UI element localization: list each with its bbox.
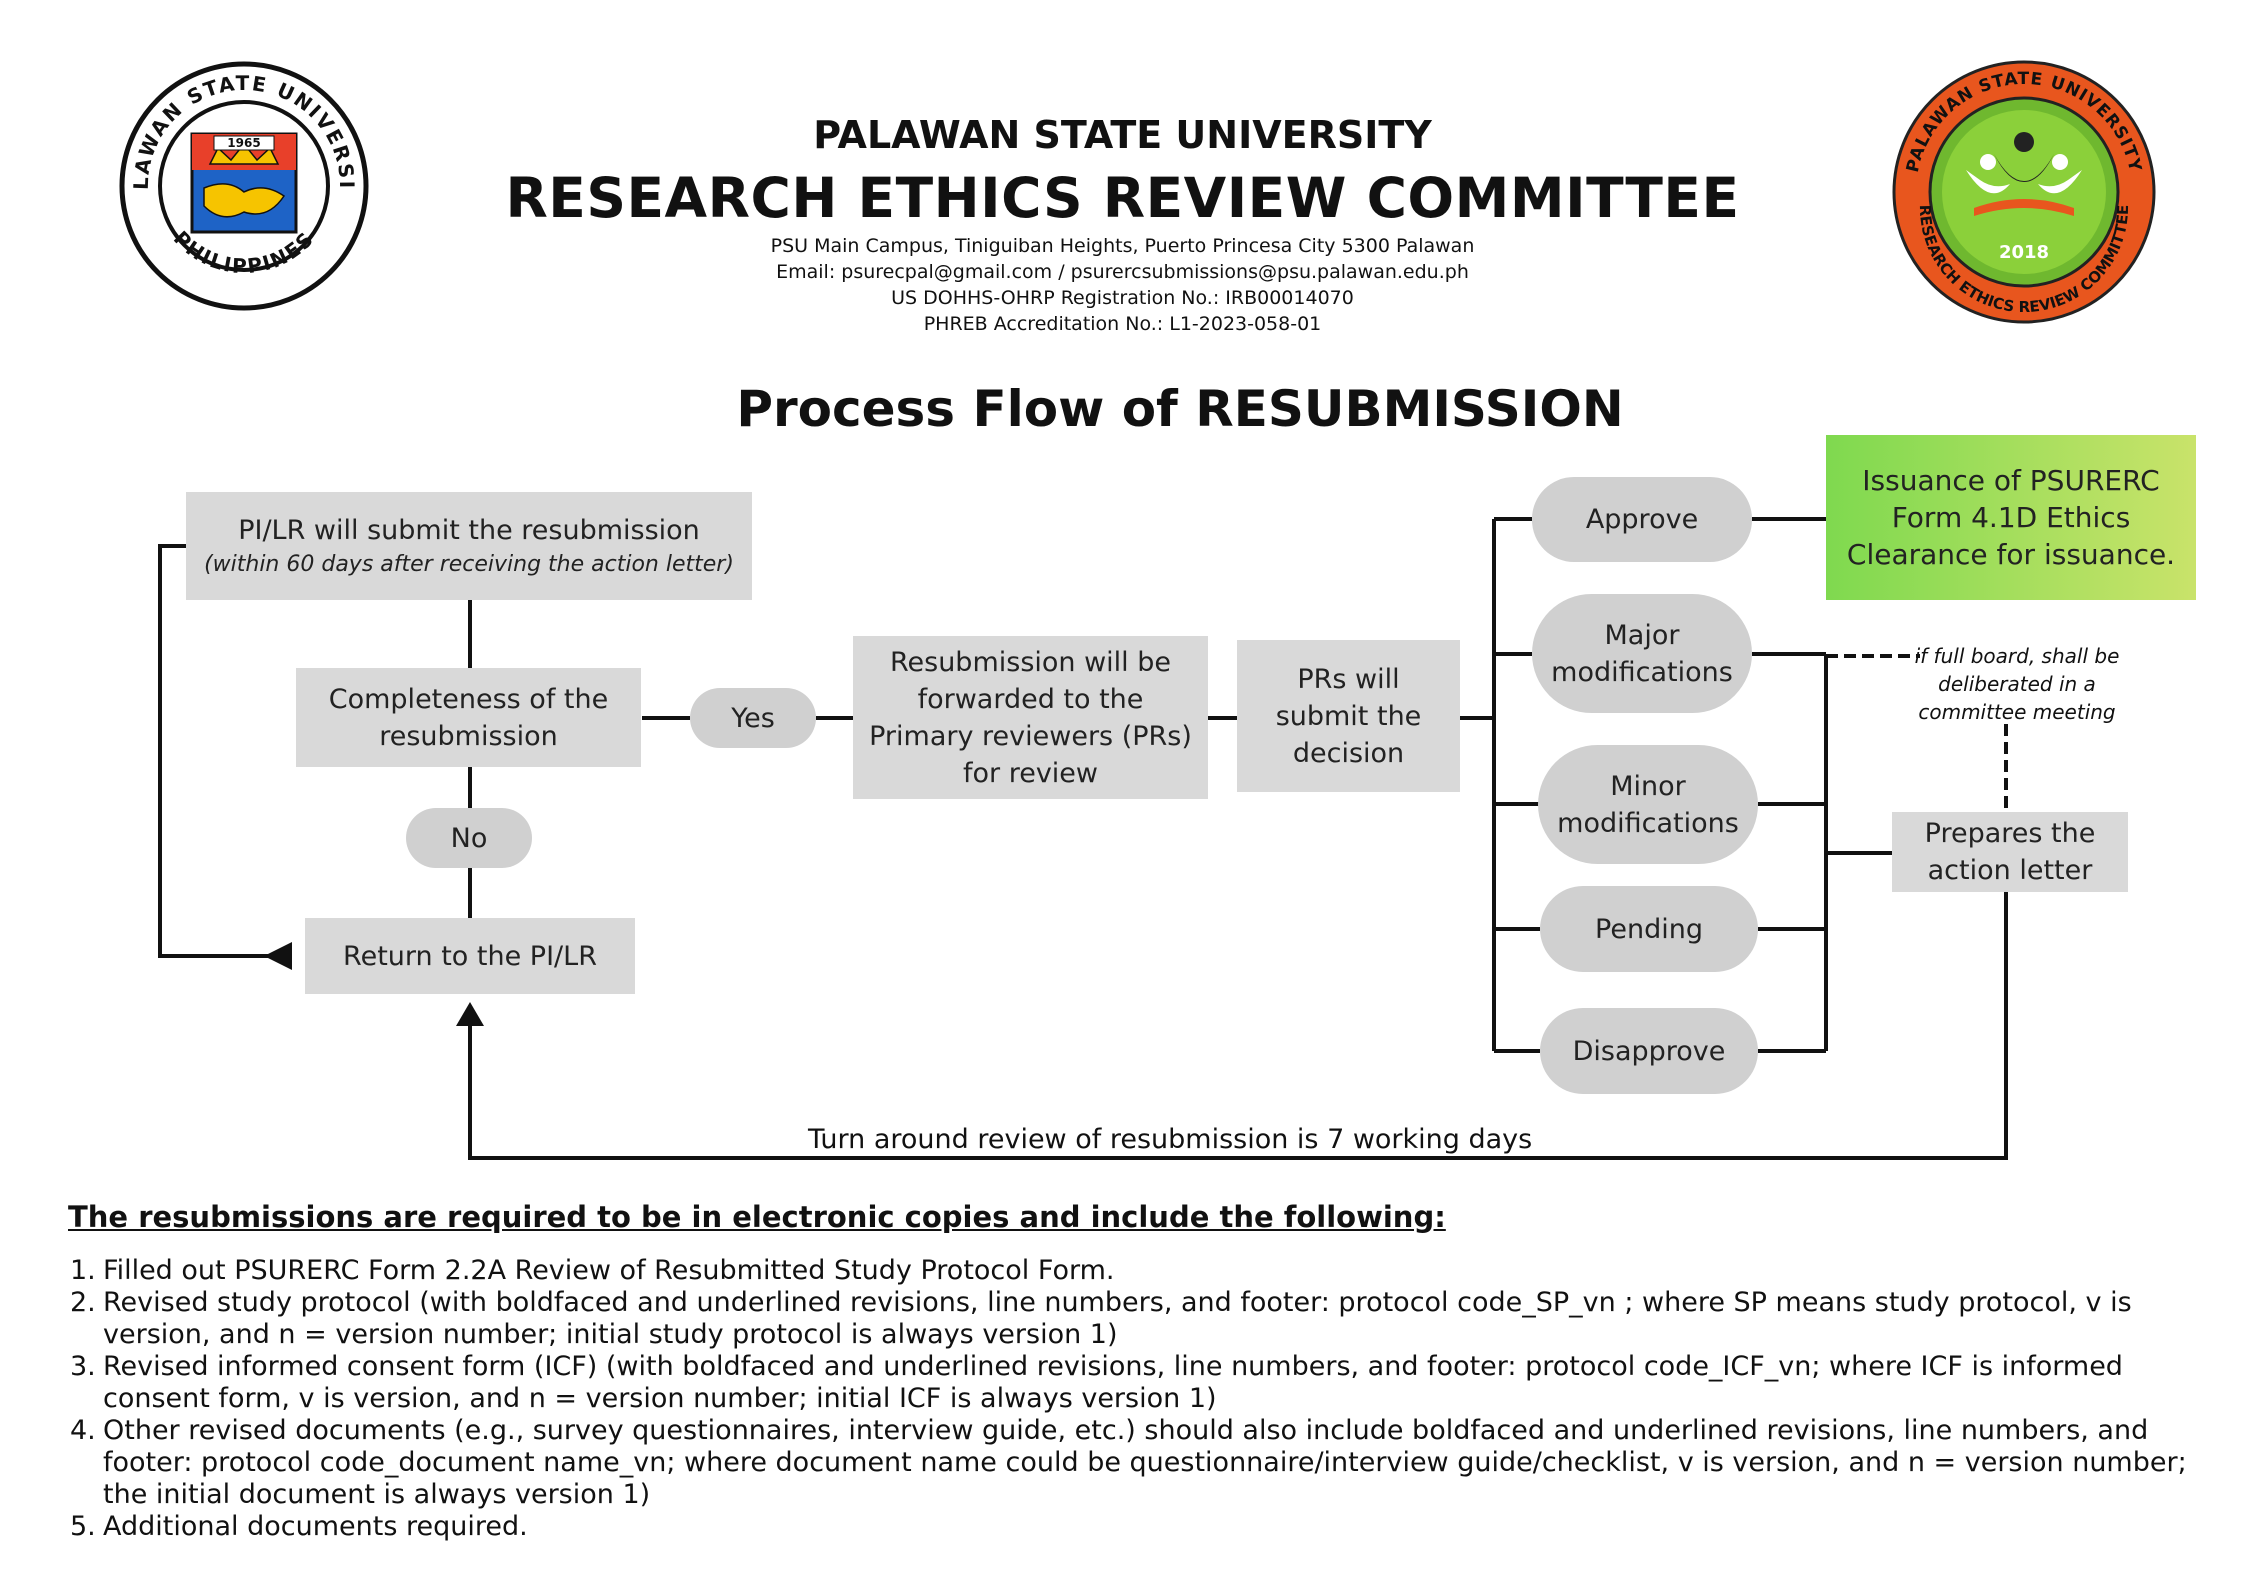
issuance-box: Issuance of PSURERC Form 4.1D Ethics Cle…: [1826, 435, 2196, 600]
minor-modifications-pill: Minor modifications: [1538, 745, 1758, 864]
svg-text:1965: 1965: [227, 136, 260, 150]
registration-line: US DOHHS-OHRP Registration No.: IRB00014…: [891, 287, 1354, 309]
email-line: Email: psurecpal@gmail.com / psurercsubm…: [776, 261, 1469, 283]
pending-pill: Pending: [1540, 886, 1758, 972]
requirement-item: 4.Other revised documents (e.g., survey …: [70, 1415, 2187, 1510]
submit-sub-text: (within 60 days after receiving the acti…: [204, 551, 734, 577]
yes-label: Yes: [690, 688, 816, 748]
requirement-item: 5.Additional documents required.: [70, 1511, 528, 1542]
prepares-letter-box: Prepares the action letter: [1892, 812, 2128, 892]
forwarded-box: Resubmission will be forwarded to the Pr…: [853, 636, 1208, 799]
submit-resubmission-box: PI/LR will submit the resubmission (with…: [186, 492, 752, 600]
requirement-item: 1.Filled out PSURERC Form 2.2A Review of…: [70, 1255, 1115, 1286]
requirements-list: 1.Filled out PSURERC Form 2.2A Review of…: [70, 1255, 2200, 1543]
major-modifications-pill: Major modifications: [1532, 594, 1752, 713]
address-line: PSU Main Campus, Tiniguiban Heights, Pue…: [770, 235, 1475, 257]
return-box: Return to the PI/LR: [305, 918, 635, 994]
svg-text:2018: 2018: [1999, 242, 2049, 263]
university-name: PALAWAN STATE UNIVERSITY: [813, 113, 1432, 157]
psu-seal-logo: 1965 PALAWAN STATE UNIVERSITY PHILIPPINE…: [118, 60, 369, 311]
requirements-heading: The resubmissions are required to be in …: [68, 1200, 1446, 1234]
requirement-item: 3.Revised informed consent form (ICF) (w…: [70, 1351, 2123, 1414]
accreditation-line: PHREB Accreditation No.: L1-2023-058-01: [923, 313, 1322, 335]
prs-submit-box: PRs will submit the decision: [1237, 640, 1460, 792]
committee-name: RESEARCH ETHICS REVIEW COMMITTEE: [505, 166, 1740, 230]
rec-seal-logo: 2018 PALAWAN STATE UNIVERSITY RESEARCH E…: [1892, 60, 2156, 324]
full-board-note: if full board, shall be deliberated in a…: [1914, 644, 2120, 724]
arrowhead-left: [264, 942, 292, 970]
requirement-item: 2.Revised study protocol (with boldfaced…: [70, 1287, 2132, 1350]
arrowhead-up: [456, 1002, 484, 1026]
approve-pill: Approve: [1532, 477, 1752, 562]
no-label: No: [406, 808, 532, 868]
submit-main-text: PI/LR will submit the resubmission: [238, 514, 700, 546]
process-title: Process Flow of RESUBMISSION: [736, 380, 1624, 438]
turnaround-note: Turn around review of resubmission is 7 …: [808, 1124, 1533, 1155]
disapprove-pill: Disapprove: [1540, 1008, 1758, 1094]
completeness-box: Completeness of the resubmission: [296, 668, 641, 767]
loop-line: [158, 544, 270, 958]
